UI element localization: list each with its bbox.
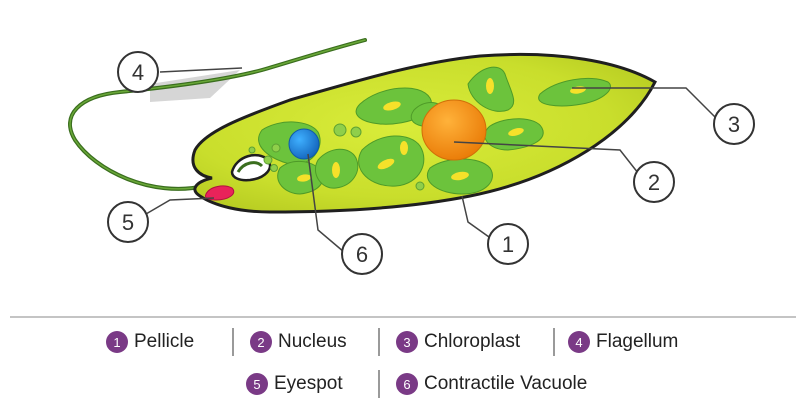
legend-badge: 4 [568,331,590,353]
legend-badge: 3 [396,331,418,353]
legend-badge: 2 [250,331,272,353]
legend-label: Flagellum [596,331,679,352]
leader-line-5 [145,197,215,215]
callout-5: 5 [107,201,149,243]
legend-item-contractile-vacuole: 6 Contractile Vacuole [396,371,587,397]
callout-6: 6 [341,233,383,275]
reservoir [230,153,272,182]
divider [10,316,796,318]
contractile-vacuole [288,128,320,160]
callout-circle [117,51,159,93]
callout-circle [107,201,149,243]
legend-separator [232,328,234,356]
callout-circle [713,103,755,145]
leader-line-1 [461,195,497,243]
legend-item-pellicle: 1 Pellicle [106,329,194,355]
legend-separator [378,328,380,356]
legend-badge: 1 [106,331,128,353]
callout-2: 2 [633,161,675,203]
legend-item-flagellum: 4 Flagellum [568,329,678,355]
leader-line-6 [307,153,345,253]
callout-number: 1 [502,232,514,257]
flagellum [68,38,367,191]
legend-label: Pellicle [134,331,195,352]
callout-3: 3 [713,103,755,145]
callout-4: 4 [117,51,159,93]
legend-label: Chloroplast [424,331,521,352]
callout-circle [633,161,675,203]
granules [248,123,425,191]
legend-label: Nucleus [278,331,347,352]
leader-line-3 [572,87,717,119]
legend-label: Eyespot [274,373,343,394]
legend-label: Contractile Vacuole [424,373,588,394]
nucleus [421,99,487,161]
leader-line-4 [159,67,243,73]
callout-circle [341,233,383,275]
leader-lines [145,67,717,253]
legend-separator [553,328,555,356]
legend-badge: 5 [246,373,268,395]
legend-separator [378,370,380,398]
callout-number: 3 [728,112,740,137]
euglena-illustration: 1 2 3 4 5 6 [68,38,755,275]
callout-number: 4 [132,60,144,85]
callout-number: 5 [122,210,134,235]
flagellum-base [236,161,264,173]
leader-line-2 [453,141,643,179]
callout-1: 1 [487,223,529,265]
legend-item-nucleus: 2 Nucleus [250,329,347,355]
legend-item-eyespot: 5 Eyespot [246,371,343,397]
legend-item-chloroplast: 3 Chloroplast [396,329,520,355]
callout-number: 6 [356,242,368,267]
callout-circle [487,223,529,265]
callout-number: 2 [648,170,660,195]
legend-badge: 6 [396,373,418,395]
